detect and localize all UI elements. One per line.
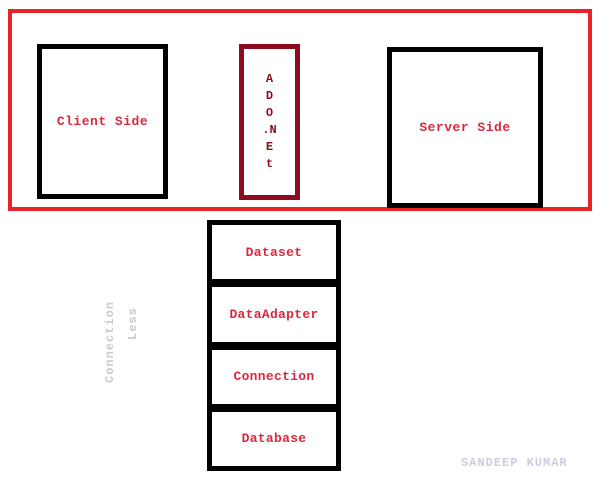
ado-net-line-5: E [265, 140, 274, 154]
ado-net-box: A D O .N E t [239, 44, 300, 200]
ado-net-line-2: D [265, 89, 274, 103]
server-side-box: Server Side [387, 47, 543, 208]
ado-net-line-4: .N [262, 123, 277, 137]
ado-net-line-3: O [265, 106, 274, 120]
ado-net-line-6: t [265, 157, 274, 171]
stack-cell-label: DataAdapter [229, 306, 319, 322]
ado-net-line-1: A [265, 72, 274, 86]
stack-cell-dataset: Dataset [207, 220, 341, 285]
stack-cell-label: Dataset [245, 244, 303, 260]
connection-less-annotation-line1: Connection [103, 300, 117, 383]
stack-cell-label: Database [241, 431, 307, 447]
author-watermark: SANDEEP KUMAR [461, 456, 568, 470]
stack-cell-connection: Connection [207, 344, 341, 409]
server-side-label: Server Side [419, 120, 511, 135]
connected-architecture-frame [8, 9, 592, 211]
stack-cell-database: Database [207, 406, 341, 471]
stack-cell-label: Connection [233, 369, 315, 385]
connection-less-stack: Dataset DataAdapter Connection Database [207, 220, 341, 471]
client-side-label: Client Side [56, 114, 149, 129]
stack-cell-dataadapter: DataAdapter [207, 282, 341, 347]
connection-less-annotation-line2: Less [126, 307, 140, 340]
client-side-box: Client Side [37, 44, 168, 199]
